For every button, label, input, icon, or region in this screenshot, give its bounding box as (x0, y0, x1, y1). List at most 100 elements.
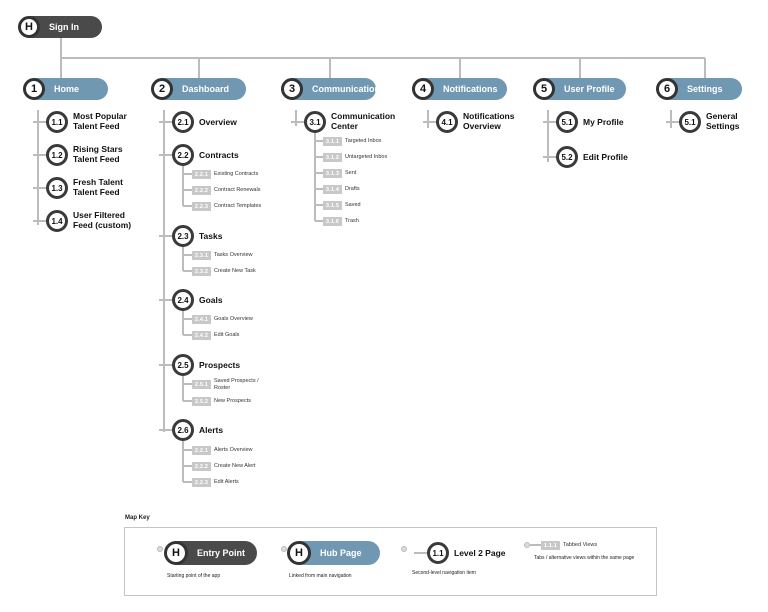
page-number-badge[interactable]: 3.1 (304, 111, 326, 133)
tab-number-tag: 2.2.3 (192, 202, 211, 211)
page-label[interactable]: Alerts (199, 425, 224, 435)
map-key-box (124, 527, 657, 596)
hub-number: 6 (656, 78, 678, 100)
hub-communication[interactable]: 3 Communication (281, 78, 380, 100)
tab-label[interactable]: Goals Overview (214, 316, 253, 322)
hub-home[interactable]: 1 Home (23, 78, 108, 100)
page-label[interactable]: Prospects (199, 360, 241, 370)
tab-number-tag: 3.1.6 (323, 217, 342, 226)
tab-label[interactable]: Trash (345, 218, 359, 224)
key-level2-label: Level 2 Page (454, 548, 506, 558)
page-label-line: User Filtered (73, 210, 125, 220)
hub-label: Settings (687, 84, 723, 94)
tab-label[interactable]: Saved (345, 202, 361, 208)
tab-number-tag: 2.2.1 (192, 170, 211, 179)
tab-number-tag: 2.2.3 (192, 478, 211, 487)
page-label[interactable]: My Profile (583, 117, 624, 127)
tab-label[interactable]: Sent (345, 170, 357, 176)
page-number-badge[interactable]: 5.1 (679, 111, 701, 133)
tab-number-tag: 2.4.2 (192, 331, 211, 340)
tab-label[interactable]: Untargeted Inbox (345, 154, 388, 160)
entry-label: Sign In (49, 22, 79, 32)
page-number-badge[interactable]: 2.1 (172, 111, 194, 133)
key-entry-badge: H (164, 541, 188, 565)
page-number-badge[interactable]: 1.1 (46, 111, 68, 133)
tab-label[interactable]: Saved Prospects /Roster (214, 378, 259, 392)
page-number-badge[interactable]: 2.6 (172, 419, 194, 441)
key-bullet-icon (157, 546, 163, 552)
page-label-line: Notifications (463, 111, 515, 121)
tab-number-tag: 2.3.1 (192, 251, 211, 260)
tab-label-line: Saved Prospects / (214, 378, 259, 384)
tab-number-tag: 3.1.3 (323, 169, 342, 178)
map-key-title: Map Key (125, 515, 150, 521)
page-label-line: Communication (331, 111, 396, 121)
page-number-badge[interactable]: 5.1 (556, 111, 578, 133)
tab-label[interactable]: Existing Contracts (214, 171, 259, 177)
tab-number-tag: 2.5.2 (192, 397, 211, 406)
tab-number-tag: 3.1.2 (323, 153, 342, 162)
page-number-badge[interactable]: 5.2 (556, 146, 578, 168)
hub-number: 2 (151, 78, 173, 100)
hub-number: 3 (281, 78, 303, 100)
page-number-badge[interactable]: 1.3 (46, 177, 68, 199)
tab-number-tag: 3.1.4 (323, 185, 342, 194)
tab-label[interactable]: Edit Goals (214, 332, 240, 338)
page-number-badge[interactable]: 2.3 (172, 225, 194, 247)
key-entry-point-sample: H Entry Point (164, 541, 257, 565)
page-label[interactable]: Tasks (199, 231, 223, 241)
hub-number: 1 (23, 78, 45, 100)
page-label[interactable]: Overview (199, 117, 237, 127)
entry-badge: H (18, 16, 40, 38)
key-hub-label: Hub Page (320, 548, 362, 558)
entry-point-sign-in[interactable]: H Sign In (18, 16, 102, 38)
page-number-badge[interactable]: 2.5 (172, 354, 194, 376)
tab-label[interactable]: Edit Alerts (214, 479, 239, 485)
hub-user-profile[interactable]: 5 User Profile (533, 78, 626, 100)
tab-label[interactable]: Contract Templates (214, 203, 262, 209)
hub-notifications[interactable]: 4 Notifications (412, 78, 507, 100)
page-label-line: Settings (706, 121, 740, 131)
page-label-line: Overview (463, 121, 501, 131)
key-bullet-icon (524, 542, 530, 548)
tab-label[interactable]: Alerts Overview (214, 447, 253, 453)
page-label-line: Feed (custom) (73, 220, 132, 230)
key-bullet-icon (401, 546, 407, 552)
hub-settings[interactable]: 6 Settings (656, 78, 742, 100)
page-number-badge[interactable]: 1.4 (46, 210, 68, 232)
key-tabbed-label: Tabbed Views (563, 542, 598, 548)
page-number-badge[interactable]: 2.2 (172, 144, 194, 166)
page-number-badge[interactable]: 4.1 (436, 111, 458, 133)
hub-label: Dashboard (182, 84, 230, 94)
page-label[interactable]: Edit Profile (583, 152, 628, 162)
tab-label[interactable]: Drafts (345, 186, 360, 192)
tab-label[interactable]: Targeted Inbox (345, 138, 382, 144)
tab-number-tag: 3.1.5 (323, 201, 342, 210)
page-number-badge[interactable]: 2.4 (172, 289, 194, 311)
hub-label: Communication (312, 84, 381, 94)
tab-label[interactable]: Contract Renewals (214, 187, 261, 193)
tab-label[interactable]: New Prospects (214, 398, 251, 404)
hub-label: User Profile (564, 84, 615, 94)
hub-dashboard[interactable]: 2 Dashboard (151, 78, 246, 100)
key-tabbed-desc: Tabs / alternative views within the same… (534, 555, 635, 561)
tab-number-tag: 3.1.1 (323, 137, 342, 146)
page-label-line: Center (331, 121, 358, 131)
page-number-badge[interactable]: 1.2 (46, 144, 68, 166)
key-bullet-icon (281, 546, 287, 552)
page-label-line: General (706, 111, 738, 121)
page-label[interactable]: Contracts (199, 150, 239, 160)
tab-label[interactable]: Create New Task (214, 268, 256, 274)
tab-label[interactable]: Tasks Overview (214, 252, 253, 258)
tab-label[interactable]: Create New Alert (214, 463, 256, 469)
page-label[interactable]: Goals (199, 295, 223, 305)
key-tab-sample: 1.1.1 (541, 541, 560, 550)
